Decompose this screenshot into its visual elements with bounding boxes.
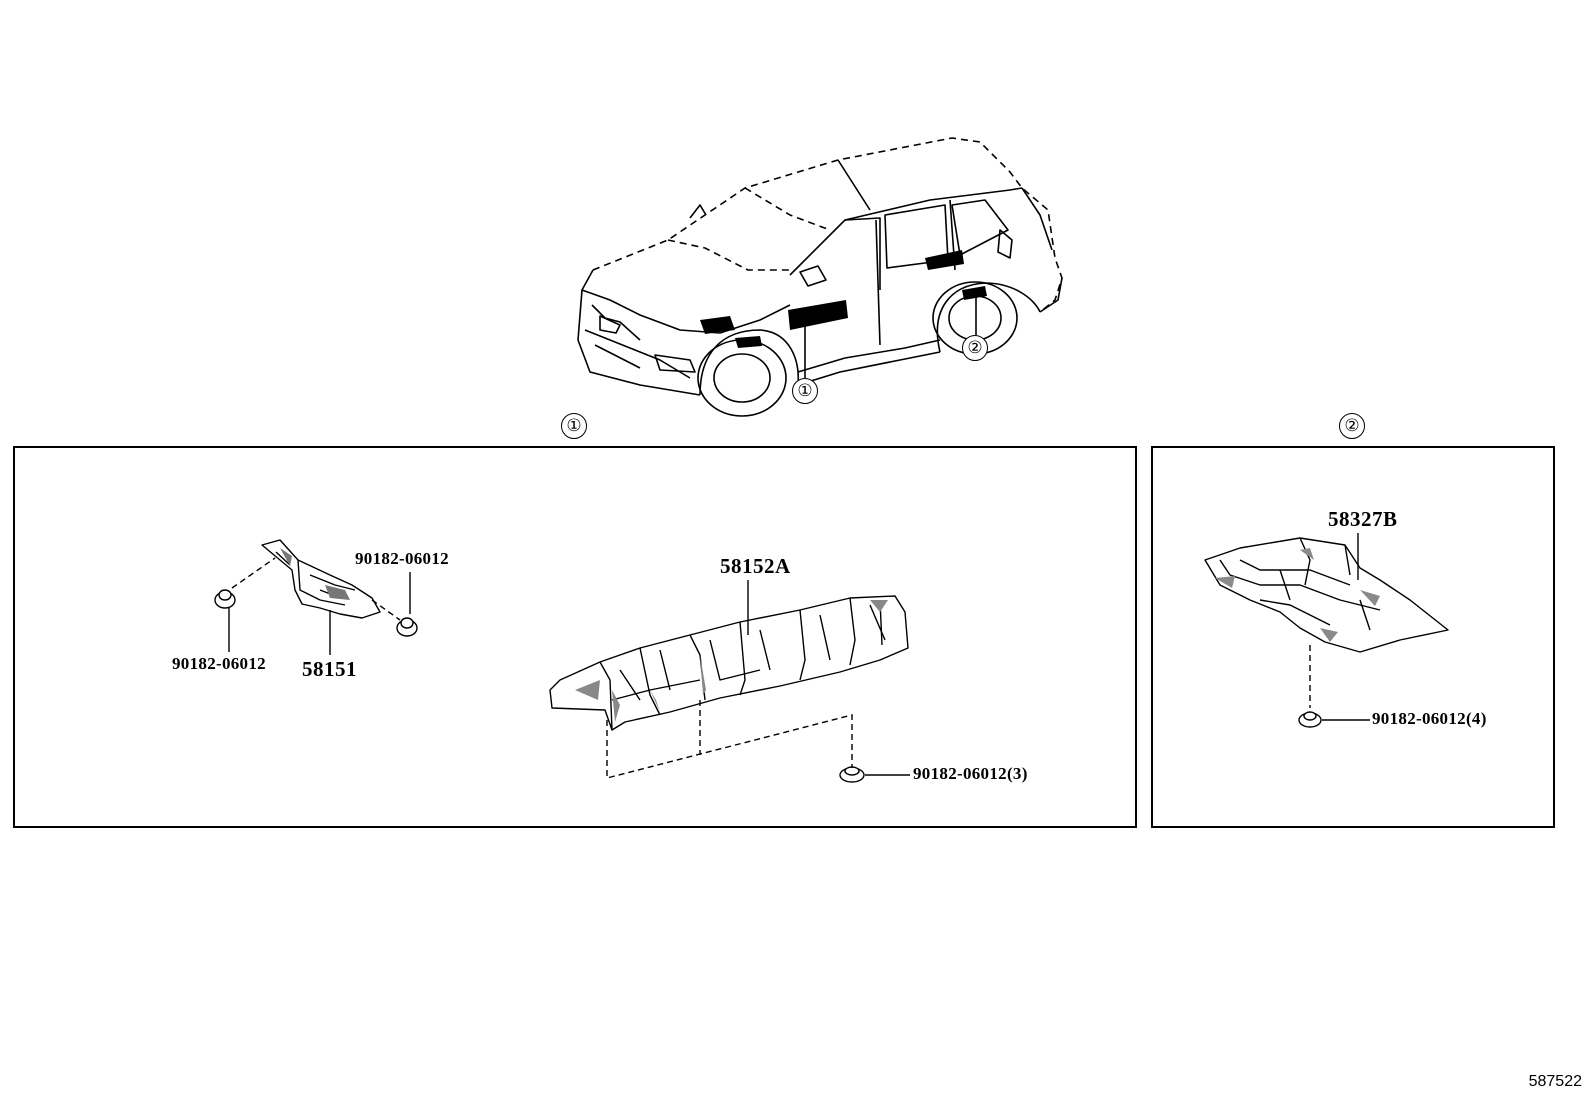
panel-1-callout: ① [561,413,587,439]
shield-front-shading [280,548,350,600]
shield-front-58151 [261,539,381,619]
leaders-panel1 [228,572,910,776]
part-label-clip-rear[interactable]: 90182-06012(4) [1372,709,1487,728]
vehicle-callout-1: ① [792,378,818,404]
vehicle-callout-2: ② [962,335,988,361]
shield-main-58152A [549,595,909,731]
panel-1-box [13,446,1137,828]
attachment-lines-panel1 [231,557,853,779]
part-label-clip-bottom[interactable]: 90182-06012(3) [913,764,1028,783]
vehicle-illustration [577,137,1063,417]
vehicle-callout-leaders [804,295,977,378]
shield-rear-shading [1215,548,1380,642]
clip-nut-rear [1298,711,1322,728]
panel-2-callout: ② [1339,413,1365,439]
part-label-shield-rear[interactable]: 58327B [1328,507,1398,531]
diagram-id: 587522 [1528,1073,1582,1090]
clip-nut-bottom [839,766,865,783]
vehicle-highlight-areas [700,250,987,348]
shield-rear-58327B [1204,537,1449,653]
clip-nut-left [214,589,236,609]
part-label-clip-right[interactable]: 90182-06012 [355,549,449,568]
panel-2-box [1151,446,1555,828]
attachment-lines-panel2 [1309,533,1370,721]
part-label-shield-main[interactable]: 58152A [720,554,791,578]
clip-nut-right [396,617,418,637]
part-label-clip-left[interactable]: 90182-06012 [172,654,266,673]
part-label-shield-front[interactable]: 58151 [302,657,357,681]
shield-main-shading [575,600,888,722]
